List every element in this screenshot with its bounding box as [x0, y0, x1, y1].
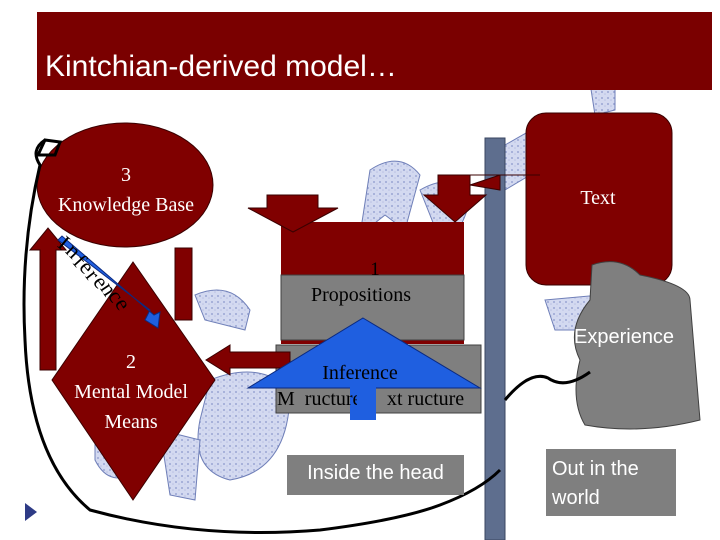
propositions-number: 1: [370, 259, 380, 280]
title-bar: [37, 12, 712, 90]
out-world-label: Out in the world: [552, 458, 639, 509]
mental-model-label: 2 Mental Model Means: [58, 347, 204, 437]
question-shape-6: [197, 371, 291, 481]
inference-label: Inference: [322, 362, 398, 384]
mental-model-sublabel: Means: [104, 411, 158, 433]
experience-connector: [503, 370, 591, 401]
diagonal-arrow-icon: [57, 235, 161, 329]
mental-model-node: [51, 261, 216, 501]
mental-model-text: Mental Model: [74, 381, 188, 403]
propositions-label: Propositions: [310, 284, 412, 306]
text-node-label: Text: [580, 187, 616, 209]
inference-arrow-stem: [350, 380, 376, 420]
out-world-box: [546, 449, 676, 516]
up-arrow-icon: [28, 227, 68, 371]
mental-model-number: 2: [126, 351, 136, 373]
inside-head-label: Inside the head: [307, 462, 444, 484]
knowledge-base-number: 3: [121, 164, 131, 186]
question-shape-5: [194, 289, 251, 331]
slide-title: Kintchian-derived model…: [45, 50, 397, 83]
inside-head-box: [287, 455, 464, 495]
nav-triangle-icon: [25, 503, 37, 521]
loop-line-top: [35, 138, 63, 157]
up-arrow-icon: [174, 247, 193, 321]
curved-inference-label: I n f e r e n c e: [52, 228, 152, 328]
question-shape-1: [359, 160, 421, 237]
text-structure-right: xt ructure: [387, 388, 465, 410]
experience-blob: [573, 261, 701, 430]
knowledge-base-label: 3 Knowledge Base: [40, 160, 212, 220]
divider-bar: [484, 137, 506, 540]
question-shape-8: [159, 429, 201, 501]
experience-label: Experience: [574, 326, 675, 348]
loop-line: [22, 138, 502, 534]
down-arrow-icon: [422, 174, 488, 223]
text-structure-left: M ructure: [277, 388, 357, 410]
down-arrow-icon: [247, 194, 339, 233]
knowledge-base-text: Knowledge Base: [57, 194, 195, 216]
